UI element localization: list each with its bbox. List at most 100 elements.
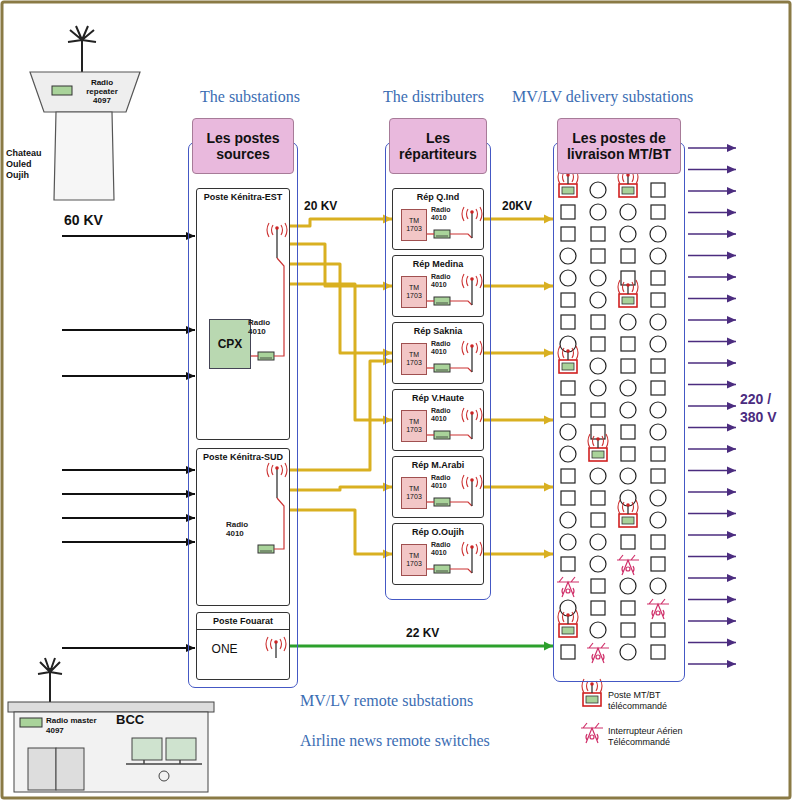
symbol-stroke [275, 642, 276, 658]
text-label: Radio 4010 [226, 520, 256, 538]
antenna-symbol [588, 434, 608, 448]
air-switch-symbol [581, 723, 603, 743]
radio-device [434, 297, 450, 305]
lv-output-arrow [688, 169, 736, 171]
mv-lv-substation [651, 557, 665, 571]
lv-output-arrow [688, 405, 736, 407]
node-label: Rép O.Oujih [393, 524, 483, 537]
air-switch-symbol [617, 555, 639, 575]
mv-lv-substation [651, 271, 665, 285]
mv-lv-substation [560, 446, 576, 462]
water-tower-drawing [30, 72, 140, 112]
feeder-connector [290, 284, 392, 425]
symbol-stroke [275, 226, 279, 230]
lv-output-arrow [688, 319, 736, 321]
symbol-stroke [434, 431, 450, 439]
symbol-stroke [470, 478, 474, 482]
feeder-connector [484, 349, 553, 358]
mv-lv-substation [590, 534, 606, 550]
node-label: Rép Medina [393, 256, 483, 269]
column-panel: Les postes de livraison MT/BT [553, 118, 685, 682]
feeder-line [290, 510, 392, 554]
node-label: Poste Kénitra-EST [197, 189, 289, 202]
feeder-line [290, 284, 392, 420]
radio-link [426, 568, 434, 569]
panel-frame [553, 142, 685, 682]
node-label: TM 1703 [404, 418, 424, 435]
mv-lv-substation [591, 491, 605, 505]
radio-device [434, 498, 450, 506]
symbol-stroke [436, 571, 448, 572]
node-label: Poste Fouarat [197, 613, 289, 630]
radio-link [250, 355, 258, 356]
remote-substation [559, 184, 577, 197]
tm-unit: TM 1703 [401, 410, 427, 442]
feeder-line [290, 264, 392, 353]
arrow-head [544, 282, 553, 291]
feeder-connector [290, 642, 553, 651]
symbol-stroke [462, 475, 482, 489]
mv-lv-substation [651, 381, 665, 395]
symbol-stroke [558, 346, 578, 360]
symbol-stroke [462, 341, 482, 355]
voltage-label: 22 KV [404, 626, 441, 640]
node-label: Poste Kénitra-SUD [197, 449, 289, 462]
water-tower-drawing [52, 86, 72, 95]
mv-lv-substation [650, 424, 666, 440]
feeder-connector [484, 416, 553, 425]
feeder-line [290, 219, 392, 226]
control-building-drawing [56, 748, 84, 790]
legend-text: Interrupteur Aérien Télécommandé [608, 726, 700, 748]
text-label: Radio 4010 [431, 407, 457, 423]
mv-lv-substation [561, 557, 575, 571]
symbol-stroke [618, 280, 638, 294]
tm-unit: TM 1703 [401, 544, 427, 576]
feeder-line [484, 486, 553, 489]
mv-lv-substation [561, 645, 575, 659]
symbol-stroke [470, 545, 474, 549]
symbol-stroke [462, 207, 482, 221]
remote-substation [619, 514, 637, 527]
lv-output-arrow [688, 534, 736, 536]
feeder-connector [484, 550, 553, 559]
radio-link [426, 434, 434, 435]
symbol-stroke [471, 212, 472, 238]
mv-lv-substation [591, 579, 605, 593]
mv-lv-substation [560, 512, 576, 528]
symbol-stroke [557, 577, 579, 597]
remote-substation [589, 448, 607, 461]
symbol-stroke [566, 589, 570, 593]
node-label: TM 1703 [404, 284, 424, 301]
lv-output-arrow [688, 470, 736, 472]
remote-substation [622, 517, 634, 524]
control-building-drawing [14, 712, 208, 792]
lv-output-arrow [688, 663, 736, 665]
feeder-connector [484, 483, 553, 492]
feeder-line [484, 419, 553, 422]
node-label: Les postes sources [192, 118, 294, 174]
control-building-drawing [8, 702, 214, 712]
symbol-stroke [471, 480, 472, 506]
mv-lv-substation [561, 491, 575, 505]
mv-lv-substation [651, 645, 665, 659]
water-tower-drawing [68, 26, 96, 72]
symbol-stroke [566, 613, 570, 617]
antenna-symbol [618, 500, 638, 514]
tm-unit: TM 1703 [401, 477, 427, 509]
radio-link [274, 258, 284, 356]
mv-lv-substation [590, 622, 606, 638]
symbol-stroke [275, 466, 279, 470]
mv-lv-substation [561, 403, 575, 417]
lv-output-arrow [688, 513, 736, 515]
node-label: Rép Saknia [393, 323, 483, 336]
symbol-stroke [434, 565, 450, 573]
mv-lv-substation [650, 226, 666, 242]
mv-lv-substation [621, 337, 635, 351]
mv-lv-substation [560, 336, 576, 352]
text-label: Airline news remote switches [300, 732, 490, 750]
remote-substation [562, 187, 574, 194]
control-building-drawing [126, 760, 202, 764]
symbol-stroke [276, 228, 277, 258]
symbol-stroke [647, 599, 669, 619]
mv-lv-substation [650, 336, 666, 352]
